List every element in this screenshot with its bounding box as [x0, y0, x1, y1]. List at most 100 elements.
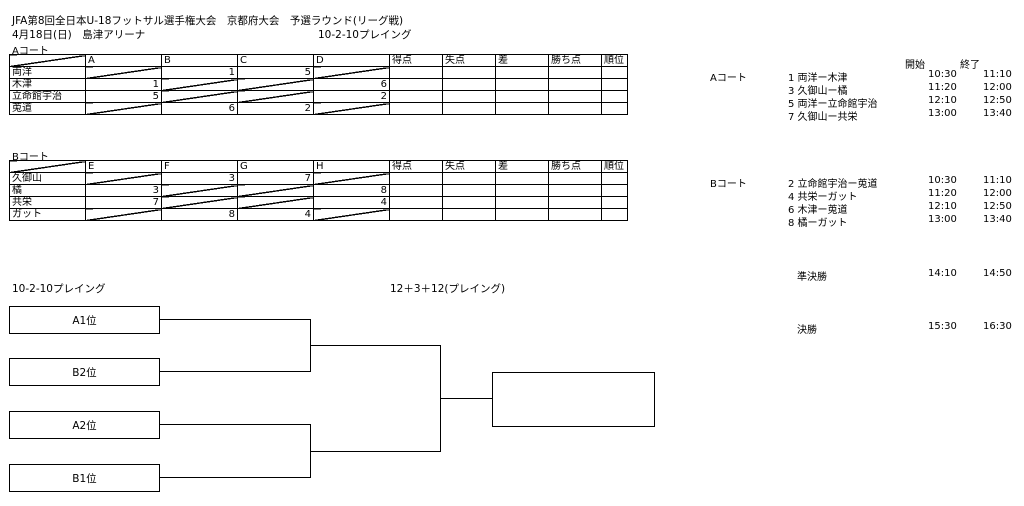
- self-match-cell: [237, 196, 314, 209]
- start-header: 開始: [905, 60, 925, 71]
- goals-against-cell: [442, 184, 496, 197]
- schedule-a-label: Aコート: [710, 73, 747, 84]
- goals-against-cell: [442, 172, 496, 185]
- points-cell: [548, 66, 602, 79]
- match-start: 13:00: [928, 108, 957, 119]
- points-cell: [548, 196, 602, 209]
- points-cell: [548, 172, 602, 185]
- bracket-line: [159, 477, 311, 478]
- end-header: 終了: [960, 60, 980, 71]
- rank-cell: [601, 78, 628, 91]
- match-name: 7 久御山ー共栄: [788, 112, 858, 123]
- column-header: H: [313, 160, 390, 173]
- match-start: 10:30: [928, 175, 957, 186]
- match-end: 12:00: [983, 188, 1012, 199]
- column-header: F: [161, 160, 238, 173]
- goal-diff-cell: [495, 196, 549, 209]
- points-cell: [548, 78, 602, 91]
- self-match-cell: [85, 172, 162, 185]
- bracket-line: [440, 398, 493, 399]
- match-start: 13:00: [928, 214, 957, 225]
- score-cell: 7: [237, 172, 314, 185]
- champion-box: [492, 372, 655, 427]
- score-cell: 3: [85, 184, 162, 197]
- column-header: 得点: [389, 54, 443, 67]
- score-cell: 5: [237, 66, 314, 79]
- table-row: 莵道 6 2: [9, 102, 628, 115]
- rank-cell: [601, 102, 628, 115]
- score-cell: 8: [161, 208, 238, 221]
- team-name: 莵道: [9, 102, 86, 115]
- self-match-cell: [161, 184, 238, 197]
- bracket-line: [159, 319, 311, 320]
- match-name: 1 両洋ー木津: [788, 73, 848, 84]
- corner-cell: [9, 54, 86, 67]
- rank-cell: [601, 196, 628, 209]
- score-cell: 7: [85, 196, 162, 209]
- table-row: ガット 8 4: [9, 208, 628, 221]
- bracket-line: [159, 371, 311, 372]
- league-format: 10-2-10プレイング: [318, 29, 412, 41]
- goals-against-cell: [442, 102, 496, 115]
- final-label: 決勝: [797, 325, 817, 336]
- match-name: 5 両洋ー立命館宇治: [788, 99, 878, 110]
- column-header: 差: [495, 54, 549, 67]
- match-start: 12:10: [928, 95, 957, 106]
- no-match-cell: [237, 184, 314, 197]
- goal-diff-cell: [495, 78, 549, 91]
- match-start: 11:20: [928, 82, 957, 93]
- match-start: 10:30: [928, 69, 957, 80]
- schedule-b-label: Bコート: [710, 179, 747, 190]
- no-match-cell: [161, 196, 238, 209]
- points-cell: [548, 90, 602, 103]
- team-name: 橘: [9, 184, 86, 197]
- rank-cell: [601, 208, 628, 221]
- match-end: 13:40: [983, 108, 1012, 119]
- points-cell: [548, 184, 602, 197]
- self-match-cell: [313, 208, 390, 221]
- goals-for-cell: [389, 78, 443, 91]
- match-end: 12:50: [983, 95, 1012, 106]
- bracket-line: [310, 345, 440, 346]
- goal-diff-cell: [495, 66, 549, 79]
- league-b-table: E F G H 得点 失点 差 勝ち点 順位 久御山 3 7 橘 3 8 共栄 …: [9, 160, 628, 221]
- match-name: 6 木津ー莵道: [788, 205, 848, 216]
- match-end: 12:00: [983, 82, 1012, 93]
- score-cell: 2: [237, 102, 314, 115]
- table-row: 立命館宇治 5 2: [9, 90, 628, 103]
- no-match-cell: [161, 90, 238, 103]
- court-b-label: Bコート: [12, 152, 49, 163]
- rank-cell: [601, 172, 628, 185]
- league-a-table: A B C D 得点 失点 差 勝ち点 順位 両洋 1 5 木津 1 6 立命館…: [9, 54, 628, 115]
- column-header: 順位: [601, 54, 628, 67]
- bracket-line: [159, 424, 311, 425]
- goals-against-cell: [442, 196, 496, 209]
- match-name: 8 橘ーガット: [788, 218, 848, 229]
- match-start: 12:10: [928, 201, 957, 212]
- self-match-cell: [161, 78, 238, 91]
- final-end: 16:30: [983, 321, 1012, 332]
- column-header: 順位: [601, 160, 628, 173]
- table-row: 橘 3 8: [9, 184, 628, 197]
- match-name: 2 立命館宇治ー莵道: [788, 179, 878, 190]
- table-row: 共栄 7 4: [9, 196, 628, 209]
- self-match-cell: [313, 102, 390, 115]
- goals-against-cell: [442, 78, 496, 91]
- score-cell: 5: [85, 90, 162, 103]
- no-match-cell: [237, 78, 314, 91]
- column-header: 失点: [442, 160, 496, 173]
- table-row: 久御山 3 7: [9, 172, 628, 185]
- self-match-cell: [237, 90, 314, 103]
- score-cell: 6: [313, 78, 390, 91]
- score-cell: 4: [313, 196, 390, 209]
- score-cell: 2: [313, 90, 390, 103]
- corner-cell: [9, 160, 86, 173]
- no-match-cell: [85, 208, 162, 221]
- column-header: 差: [495, 160, 549, 173]
- match-end: 11:10: [983, 69, 1012, 80]
- table-row: 木津 1 6: [9, 78, 628, 91]
- bracket-slot-a1: A1位: [9, 306, 160, 334]
- goals-for-cell: [389, 208, 443, 221]
- team-name: 両洋: [9, 66, 86, 79]
- final-format: 12＋3＋12(プレイング): [390, 283, 506, 295]
